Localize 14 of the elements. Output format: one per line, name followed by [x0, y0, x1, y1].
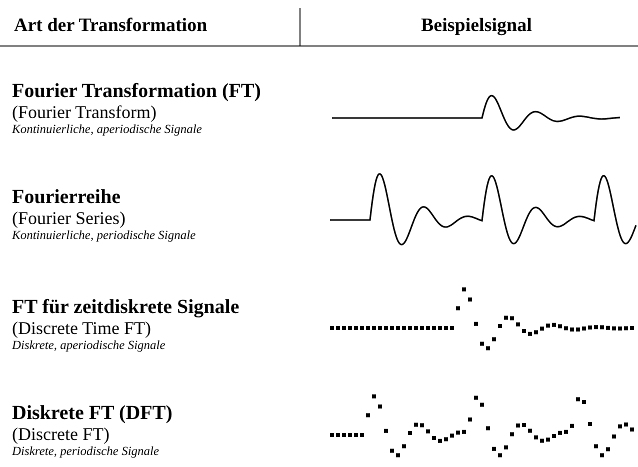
english-name: (Fourier Series) — [12, 209, 126, 229]
english-name: (Discrete Time FT) — [12, 319, 151, 339]
column-header: Beispielsignal — [421, 16, 532, 37]
english-name: (Fourier Transform) — [12, 103, 156, 123]
signal-description: Diskrete, periodische Signale — [12, 445, 160, 459]
signal-description: Kontinuierliche, periodische Signale — [12, 229, 196, 243]
column-header: Art der Transformation — [14, 16, 208, 37]
signal-description: Kontinuierliche, aperiodische Signale — [12, 123, 202, 137]
transform-name: Diskrete FT (DFT) — [12, 402, 172, 424]
transform-name: FT für zeitdiskrete Signale — [12, 296, 240, 318]
transform-name: Fourierreihe — [12, 186, 120, 208]
signal-description: Diskrete, aperiodische Signale — [12, 339, 166, 353]
english-name: (Discrete FT) — [12, 425, 110, 445]
transform-name: Fourier Transformation (FT) — [12, 80, 261, 102]
